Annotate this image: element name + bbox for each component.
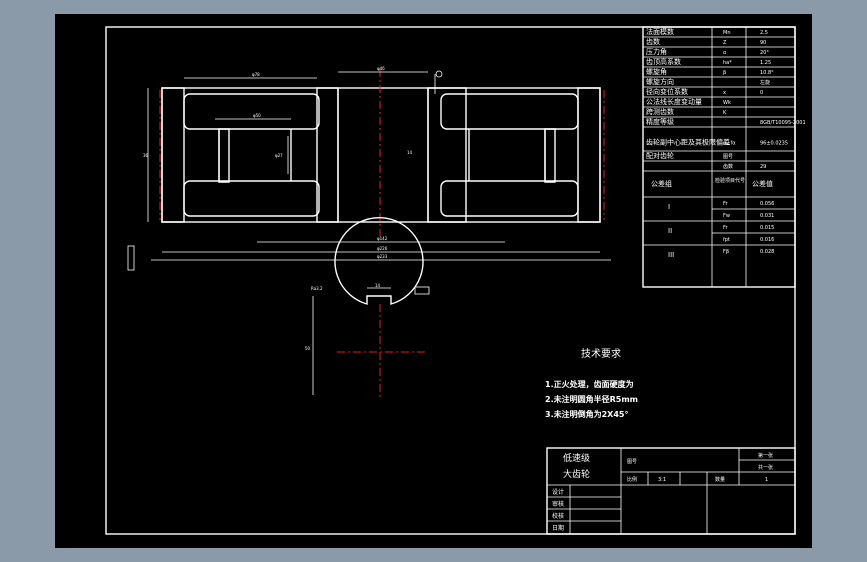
table-row-label: 公法线长度变动量 bbox=[646, 97, 702, 106]
table-row-label: 径向变位系数 bbox=[646, 87, 688, 96]
table-row-symbol: 图号 bbox=[723, 154, 733, 160]
keyway-tolerance-frame bbox=[414, 286, 430, 295]
table-row-symbol: ha* bbox=[723, 60, 732, 66]
sheet-label-2: 共一张 bbox=[758, 464, 773, 471]
dim-slot: 14 bbox=[407, 150, 413, 155]
tolerance-header-group: 公差组 bbox=[651, 179, 672, 188]
tolerance-row-value: 0.031 bbox=[760, 213, 774, 219]
title-block: 低速级 大齿轮 图号 比例 3:1 数量 1 第一张 共一张 设计 审核 校核 … bbox=[546, 447, 796, 535]
table-row-label: 压力角 bbox=[646, 47, 667, 56]
table-row-label: 齿数 bbox=[646, 37, 660, 46]
tech-req-item-2: 2.未注明圆角半径R5mm bbox=[545, 394, 638, 404]
table-row-symbol: Wk bbox=[723, 100, 731, 106]
table-row-symbol: 齿数 bbox=[723, 163, 733, 170]
tolerance-row-group: I bbox=[668, 203, 670, 211]
table-row-symbol: Z bbox=[723, 40, 727, 46]
gear-parameter-table: 法面模数 Mn 2.5 齿数 Z 90 压力角 α 20° 齿顶高系数 ha* 1.25 螺旋角 β 10.… bbox=[642, 26, 806, 288]
table-row-value: 96±0.0235 bbox=[760, 140, 788, 146]
tolerance-row-group: II bbox=[668, 227, 672, 235]
table-row-label: 跨测齿数 bbox=[646, 107, 674, 116]
table-row-value: 10.8° bbox=[760, 70, 774, 76]
table-row-value: 左旋 bbox=[760, 79, 770, 86]
drawing-no-label: 图号 bbox=[627, 459, 637, 465]
technical-requirements: 技术要求 1.正火处理，齿面硬度为 2.未注明圆角半径R5mm 3.未注明倒角为… bbox=[545, 347, 638, 419]
gear-end-view: 14 50 Ra3.2 bbox=[305, 216, 430, 400]
part-name-line1: 低速级 bbox=[563, 452, 590, 464]
table-row-symbol: Mn bbox=[723, 30, 730, 36]
tech-req-title: 技术要求 bbox=[581, 347, 621, 360]
qty-label: 数量 bbox=[715, 476, 725, 483]
dim-height: 36 bbox=[143, 153, 149, 158]
table-row-symbol: K bbox=[723, 110, 727, 116]
tolerance-row-item: Fr bbox=[723, 225, 729, 231]
dim-hub-width: φ142 bbox=[377, 236, 388, 241]
table-row-label: 齿轮副中心距及其极限偏差 bbox=[646, 137, 730, 146]
table-row-symbol: β bbox=[723, 70, 726, 76]
dim-bore-width: φ46 bbox=[377, 66, 385, 71]
table-row-value: 8GB/T10095-2001 bbox=[760, 120, 806, 126]
bore-roughness: Ra3.2 bbox=[311, 286, 323, 291]
tolerance-row-value: 0.056 bbox=[760, 201, 774, 207]
qty-value: 1 bbox=[765, 477, 768, 483]
scale-value: 3:1 bbox=[658, 477, 666, 483]
cad-drawing: φ78 φ46 φ50 φ142 φ226 φ233 36 φ27 14 14 … bbox=[105, 26, 806, 535]
sheet-label-1: 第一张 bbox=[758, 452, 773, 459]
table-row-value: 90 bbox=[760, 40, 766, 46]
dim-keyway-depth: 50 bbox=[305, 346, 311, 351]
table-row-value: 29 bbox=[760, 164, 766, 170]
table-row-label: 齿顶高系数 bbox=[646, 57, 681, 66]
dim-left-length: φ78 bbox=[252, 72, 260, 77]
table-row-label: 螺旋角 bbox=[646, 67, 667, 76]
table-row-label: 螺旋方向 bbox=[646, 77, 674, 86]
tolerance-header-item: 检验项目代号 bbox=[715, 177, 745, 184]
dim-keyway-width: 14 bbox=[375, 283, 381, 288]
table-row-value: 1.25 bbox=[760, 60, 771, 66]
table-row-symbol: x bbox=[723, 90, 726, 96]
table-row-label: 精度等级 bbox=[646, 117, 674, 126]
dim-web: φ27 bbox=[275, 153, 283, 158]
tolerance-header-value: 公差值 bbox=[752, 179, 773, 188]
tolerance-row-value: 0.015 bbox=[760, 225, 774, 231]
tolerance-row-item: Fr bbox=[723, 201, 729, 207]
scale-label: 比例 bbox=[627, 476, 637, 483]
sign-row-design: 设计 bbox=[552, 488, 564, 496]
table-row-symbol: α bbox=[723, 50, 727, 56]
sign-row-date: 日期 bbox=[552, 524, 564, 532]
sign-row-check: 校核 bbox=[552, 512, 564, 520]
tolerance-row-value: 0.028 bbox=[760, 249, 774, 255]
table-row-label: 配对齿轮 bbox=[646, 151, 674, 160]
table-row-value: 20° bbox=[760, 50, 769, 56]
drawing-sheet: φ78 φ46 φ50 φ142 φ226 φ233 36 φ27 14 14 … bbox=[55, 14, 812, 548]
tolerance-row-item: Fβ bbox=[723, 249, 729, 255]
tolerance-row-item: fpt bbox=[723, 237, 730, 243]
tech-req-item-1: 1.正火处理，齿面硬度为 bbox=[545, 379, 634, 389]
tolerance-row-group: III bbox=[668, 251, 674, 259]
dim-overall-width: φ233 bbox=[377, 254, 388, 259]
table-row-value: 0 bbox=[760, 90, 763, 96]
table-row-label: 法面模数 bbox=[646, 27, 674, 36]
tolerance-row-value: 0.016 bbox=[760, 237, 774, 243]
tolerance-row-item: Fw bbox=[723, 213, 730, 219]
tolerance-frame bbox=[127, 245, 135, 271]
dim-rim-width: φ226 bbox=[377, 246, 388, 251]
dim-inner: φ50 bbox=[253, 113, 261, 118]
gear-section-view: φ78 φ46 φ50 φ142 φ226 φ233 36 φ27 14 bbox=[127, 66, 611, 271]
part-name-line2: 大齿轮 bbox=[563, 468, 590, 480]
table-row-symbol: α±fα bbox=[723, 140, 736, 146]
tech-req-item-3: 3.未注明倒角为2X45° bbox=[545, 409, 628, 419]
table-row-value: 2.5 bbox=[760, 30, 768, 36]
sign-row-review: 审核 bbox=[552, 500, 564, 508]
